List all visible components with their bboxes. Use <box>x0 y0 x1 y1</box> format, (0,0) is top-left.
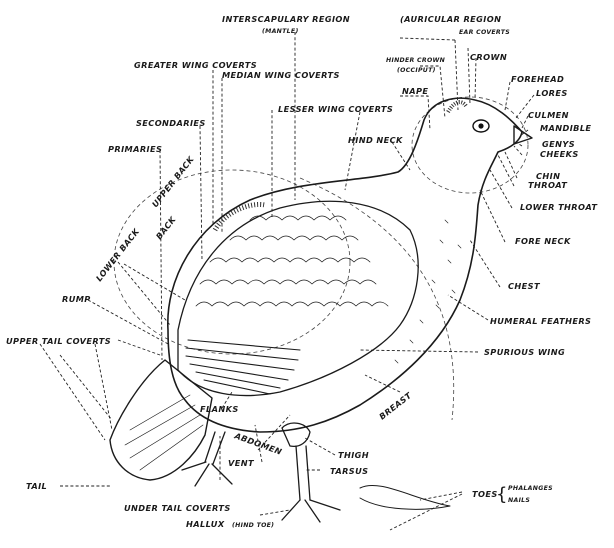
label-tarsus: TARSUS <box>330 466 368 476</box>
label-forehead: FOREHEAD <box>511 74 564 84</box>
label-vent: VENT <box>228 458 255 468</box>
label-greater-wing-coverts: GREATER WING COVERTS <box>134 60 257 70</box>
label-nails: NAILS <box>508 497 530 504</box>
wing-shape <box>178 201 418 395</box>
label-under-tail-coverts: UNDER TAIL COVERTS <box>124 503 231 513</box>
tail-shape <box>110 360 212 480</box>
label-brace: { <box>496 484 507 505</box>
label-auricular-region: (AURICULAR REGION <box>400 14 501 24</box>
label-breast: BREAST <box>377 389 414 421</box>
primary-feather-stripes <box>186 340 300 394</box>
label-crown: CROWN <box>470 52 507 62</box>
label-median-wing-coverts: MEDIAN WING COVERTS <box>222 70 340 80</box>
part-labels: INTERSCAPULARY REGION (MANTLE) (AURICULA… <box>6 14 598 529</box>
crown-speckle <box>448 102 466 112</box>
label-thigh: THIGH <box>338 450 369 460</box>
ground-line <box>360 485 450 509</box>
label-cheeks: CHEEKS <box>540 149 579 159</box>
left-leg <box>182 432 232 486</box>
underparts-region-arc <box>300 178 454 420</box>
label-genys: GENYS <box>542 139 575 149</box>
label-upper-tail-coverts: UPPER TAIL COVERTS <box>6 336 111 346</box>
pupil <box>478 123 483 128</box>
thigh-shape <box>282 423 310 446</box>
label-hallux: HALLUX <box>186 519 225 529</box>
label-fore-neck: FORE NECK <box>515 236 571 246</box>
label-rump: RUMP <box>62 294 91 304</box>
label-interscapulary-region: INTERSCAPULARY REGION <box>222 14 350 24</box>
label-throat: THROAT <box>528 180 568 190</box>
label-mantle: (MANTLE) <box>262 28 299 35</box>
label-primaries: PRIMARIES <box>108 144 162 154</box>
label-flanks: FLANKS <box>200 404 239 414</box>
label-toes: TOES <box>472 489 498 499</box>
label-lesser-wing-coverts: LESSER WING COVERTS <box>278 104 393 114</box>
label-abdomen: ABDOMEN <box>232 430 283 457</box>
label-phalanges: PHALANGES <box>508 485 553 492</box>
label-humeral-feathers: HUMERAL FEATHERS <box>490 316 591 326</box>
wing-covert-scales <box>196 216 388 306</box>
label-back: BACK <box>154 214 178 241</box>
label-ear-coverts: EAR COVERTS <box>459 29 510 36</box>
label-nape: NAPE <box>402 86 428 96</box>
label-tail: TAIL <box>26 481 47 491</box>
bird-illustration <box>110 98 532 522</box>
label-chest: CHEST <box>508 281 541 291</box>
label-culmen: CULMEN <box>528 110 569 120</box>
label-hind-neck: HIND NECK <box>348 135 403 145</box>
label-lower-throat: LOWER THROAT <box>520 202 598 212</box>
label-hinder-crown: HINDER CROWN <box>386 57 446 64</box>
label-mandible: MANDIBLE <box>540 123 591 133</box>
label-upper-back: UPPER BACK <box>150 154 196 209</box>
label-hind-toe: (HIND TOE) <box>232 522 274 529</box>
right-leg <box>282 446 340 522</box>
label-occiput: (OCCIPUT) <box>397 67 436 74</box>
label-spurious-wing: SPURIOUS WING <box>484 347 565 357</box>
label-secondaries: SECONDARIES <box>136 118 206 128</box>
label-lower-back: LOWER BACK <box>94 226 142 283</box>
back-region-ring <box>114 170 350 354</box>
breast-stippling <box>395 220 461 363</box>
label-lores: LORES <box>536 88 568 98</box>
body-outline <box>168 98 522 432</box>
